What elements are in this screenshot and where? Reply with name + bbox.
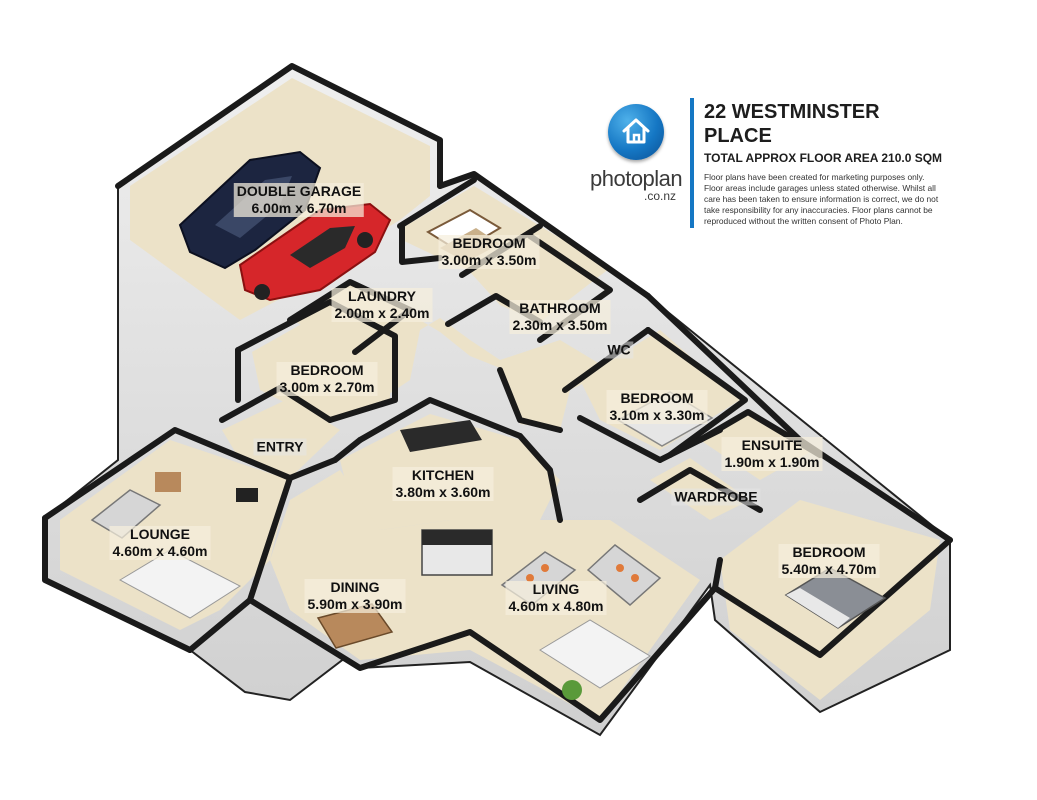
room-label-bathroom: BATHROOM 2.30m x 3.50m [509, 300, 611, 334]
kitchen-counter [400, 420, 482, 452]
room-label-wc: WC [604, 341, 634, 359]
room-dims: 4.60m x 4.80m [508, 598, 604, 614]
property-info: 22 WESTMINSTER PLACE TOTAL APPROX FLOOR … [704, 100, 944, 227]
room-label-bedroom1: BEDROOM 3.00m x 3.50m [438, 235, 540, 269]
room-name: BEDROOM [290, 362, 364, 378]
disclaimer: Floor plans have been created for market… [704, 172, 939, 226]
room-dims: 5.40m x 4.70m [781, 561, 877, 577]
room-label-wardrobe: WARDROBE [671, 488, 761, 506]
kitchen-island [421, 529, 493, 576]
rugs [118, 549, 651, 689]
brand-domain: .co.nz [643, 189, 676, 203]
room-dims: 2.30m x 3.50m [512, 317, 608, 333]
room-name: BEDROOM [792, 544, 866, 560]
photoplan-logo: photoplan .co.nz [590, 104, 683, 203]
room-name: BATHROOM [519, 300, 601, 316]
room-name: BEDROOM [452, 235, 526, 251]
room-label-kitchen: KITCHEN 3.80m x 3.60m [392, 467, 494, 501]
logo-badge [608, 104, 664, 160]
room-label-bedroom4: BEDROOM 5.40m x 4.70m [778, 544, 880, 578]
room-name: LAUNDRY [348, 288, 416, 304]
header-divider [690, 98, 694, 228]
room-label-garage: DOUBLE GARAGE 6.00m x 6.70m [233, 183, 365, 217]
room-dims: 3.80m x 3.60m [395, 484, 491, 500]
room-label-laundry: LAUNDRY 2.00m x 2.40m [331, 288, 433, 322]
room-name: ENSUITE [741, 437, 803, 453]
room-label-living: LIVING 4.60m x 4.80m [505, 581, 607, 615]
room-name: LOUNGE [130, 526, 190, 542]
house-icon [622, 118, 650, 144]
room-dims: 5.90m x 3.90m [307, 596, 403, 612]
room-dims: 4.60m x 4.60m [112, 543, 208, 559]
property-title: 22 WESTMINSTER PLACE [704, 101, 880, 147]
room-label-dining: DINING 5.90m x 3.90m [304, 579, 406, 613]
car-red [238, 202, 392, 302]
floor-area: TOTAL APPROX FLOOR AREA 210.0 SQM [704, 151, 943, 165]
brand-name: photoplan [590, 166, 683, 191]
room-label-bedroom2: BEDROOM 3.00m x 2.70m [276, 362, 378, 396]
plant [562, 680, 582, 700]
room-name: WARDROBE [674, 488, 758, 505]
interior-walls [42, 63, 953, 723]
room-label-bedroom3: BEDROOM 3.10m x 3.30m [606, 390, 708, 424]
room-dims: 2.00m x 2.40m [334, 305, 430, 321]
room-label-lounge: LOUNGE 4.60m x 4.60m [109, 526, 211, 560]
room-name: DINING [330, 579, 380, 595]
room-name: KITCHEN [411, 467, 475, 483]
entry-floor [222, 398, 340, 478]
room-label-ensuite: ENSUITE 1.90m x 1.90m [721, 437, 823, 471]
room-name: BEDROOM [620, 390, 694, 406]
hall-floor [350, 314, 610, 430]
room-dims: 3.00m x 2.70m [279, 379, 375, 395]
room-name: LIVING [532, 581, 580, 597]
room-dims: 6.00m x 6.70m [251, 200, 347, 216]
room-dims: 3.00m x 3.50m [441, 252, 537, 268]
room-name: ENTRY [256, 438, 304, 455]
room-dims: 1.90m x 1.90m [724, 454, 820, 470]
room-name: DOUBLE GARAGE [236, 183, 362, 199]
room-dims: 3.10m x 3.30m [609, 407, 705, 423]
room-label-entry: ENTRY [253, 438, 307, 456]
room-name: WC [607, 341, 631, 358]
